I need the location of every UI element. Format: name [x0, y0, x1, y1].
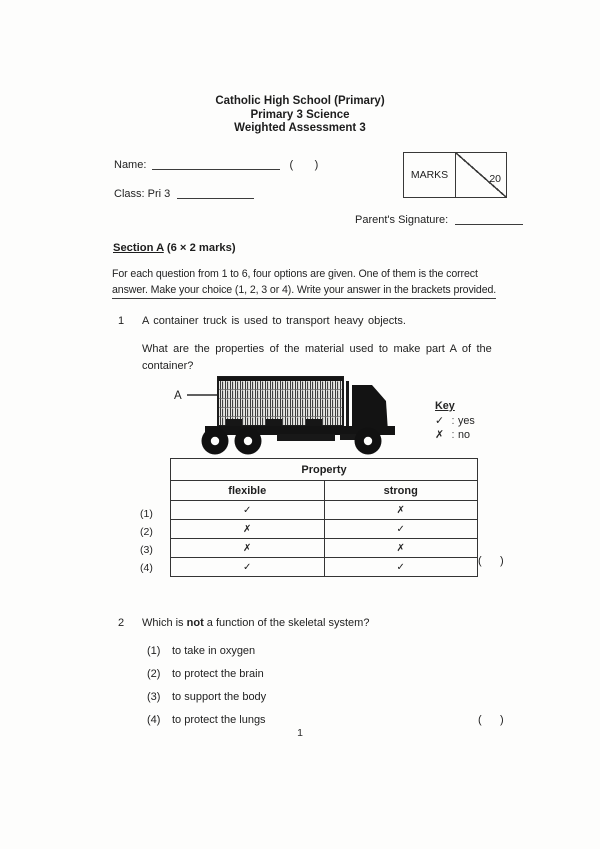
- option-label: (3): [147, 691, 161, 703]
- q2-option-2: (2) to protect the brain: [147, 668, 264, 680]
- cell-strong: ✗: [323, 538, 478, 558]
- key-item-no: ✗:no: [435, 428, 475, 443]
- school-name: Catholic High School (Primary): [215, 95, 385, 107]
- section-a-marks-note: (6 × 2 marks): [163, 242, 236, 254]
- truck-wheel-hub: [210, 436, 220, 446]
- option-label: (4): [147, 714, 161, 726]
- index-bracket: ( ): [289, 159, 319, 171]
- cell-flexible: ✗: [170, 519, 325, 539]
- truck-tab: [266, 419, 282, 428]
- option-label: (4): [140, 562, 153, 574]
- key-item-yes: ✓:yes: [435, 414, 475, 429]
- class-label: Class: Pri 3: [114, 188, 171, 200]
- class-blank: [177, 187, 255, 199]
- q1-prompt: What are the properties of the material …: [142, 341, 492, 374]
- column-header-flexible: flexible: [170, 480, 325, 501]
- truck-tab: [306, 419, 322, 428]
- table-row: ✓ ✗: [170, 500, 478, 520]
- q1-answer-bracket: ( ): [478, 555, 504, 567]
- cell-strong: ✓: [323, 519, 478, 539]
- check-icon: ✓: [435, 414, 445, 427]
- name-blank: [152, 158, 281, 170]
- q1-options-table-block: (1) (2) (3) (4) Property flexible strong…: [140, 458, 478, 577]
- truck-side-bar: [340, 434, 358, 440]
- option-label: (1): [147, 645, 161, 657]
- marks-score-cell: 20: [456, 153, 506, 197]
- signature-label: Parent's Signature:: [355, 214, 449, 226]
- option-text: to protect the lungs: [172, 714, 266, 726]
- q2-option-3: (3) to support the body: [147, 691, 266, 703]
- container-truck-illustration: A: [174, 376, 395, 455]
- option-row-labels: (1) (2) (3) (4): [140, 458, 166, 577]
- key-title: Key: [435, 400, 455, 412]
- q1-prompt-line1: What are the properties of the material …: [142, 343, 492, 355]
- truck-wheel-hub: [363, 436, 373, 446]
- cell-strong: ✗: [323, 500, 478, 520]
- key-meaning-yes: yes: [458, 414, 475, 427]
- table-header-property: Property: [170, 458, 478, 481]
- truck-wheel-hub: [243, 436, 253, 446]
- option-text: to protect the brain: [172, 668, 264, 680]
- q1-prompt-line2: container?: [142, 359, 194, 372]
- name-row: Name: ( ): [114, 158, 318, 171]
- marks-total: 20: [489, 173, 501, 185]
- cell-strong: ✓: [323, 557, 478, 577]
- cell-flexible: ✓: [170, 500, 325, 520]
- part-a-label: A: [174, 390, 182, 402]
- truck-door-post: [346, 381, 349, 427]
- option-text: to take in oxygen: [172, 645, 256, 657]
- marks-box: MARKS 20: [403, 152, 507, 198]
- paper-header: Catholic High School (Primary) Primary 3…: [0, 95, 600, 136]
- signature-row: Parent's Signature:: [355, 213, 524, 226]
- key-separator: :: [451, 429, 455, 441]
- cross-icon: ✗: [435, 429, 445, 441]
- q2-text-prefix: Which is: [142, 617, 187, 629]
- table-row: ✗ ✗: [170, 538, 478, 558]
- option-label: (2): [140, 526, 153, 538]
- section-a-title: Section A: [113, 242, 164, 254]
- q2-text: Which is not a function of the skeletal …: [142, 617, 369, 629]
- assessment-title: Weighted Assessment 3: [234, 122, 366, 134]
- option-label: (2): [147, 668, 161, 680]
- table-row: ✗ ✓: [170, 519, 478, 539]
- q2-text-suffix: a function of the skeletal system?: [203, 617, 370, 629]
- section-a-instructions: For each question from 1 to 6, four opti…: [112, 266, 496, 299]
- section-a-heading: Section A (6 × 2 marks): [113, 242, 236, 254]
- property-table: Property flexible strong ✓ ✗ ✗ ✓ ✗ ✗ ✓ ✓: [170, 458, 478, 577]
- key-separator: :: [451, 414, 455, 427]
- q2-number: 2: [118, 617, 125, 629]
- name-label: Name:: [114, 159, 147, 171]
- page-number: 1: [297, 727, 303, 739]
- column-header-strong: strong: [323, 480, 478, 501]
- option-label: (1): [140, 508, 153, 520]
- table-row: ✓ ✓: [170, 557, 478, 577]
- q2-text-emphasis: not: [186, 617, 204, 629]
- instructions-line2: answer. Make your choice (1, 2, 3 or 4).…: [112, 282, 496, 299]
- instructions-line1: For each question from 1 to 6, four opti…: [112, 268, 478, 280]
- class-row: Class: Pri 3: [114, 187, 255, 200]
- cell-flexible: ✓: [170, 557, 325, 577]
- truck-tab: [226, 419, 242, 428]
- q2-option-1: (1) to take in oxygen: [147, 645, 255, 657]
- key-meaning-no: no: [458, 429, 471, 441]
- q1-text: A container truck is used to transport h…: [142, 315, 406, 327]
- option-label: (3): [140, 544, 153, 556]
- q2-option-4: (4) to protect the lungs: [147, 714, 266, 726]
- q1-number: 1: [118, 315, 125, 327]
- subject-title: Primary 3 Science: [250, 108, 350, 121]
- q2-answer-bracket: ( ): [478, 714, 504, 726]
- q1-truck-figure: A: [174, 372, 400, 463]
- truck-container-body: [217, 376, 344, 427]
- truck-chassis: [205, 426, 395, 435]
- truck-side-bar: [277, 434, 335, 441]
- option-text: to support the body: [172, 691, 267, 703]
- truck-cab: [352, 385, 388, 432]
- cell-flexible: ✗: [170, 538, 325, 558]
- figure-key: Key ✓:yes ✗:no: [435, 399, 475, 443]
- signature-blank: [455, 213, 524, 225]
- marks-label: MARKS: [404, 153, 456, 197]
